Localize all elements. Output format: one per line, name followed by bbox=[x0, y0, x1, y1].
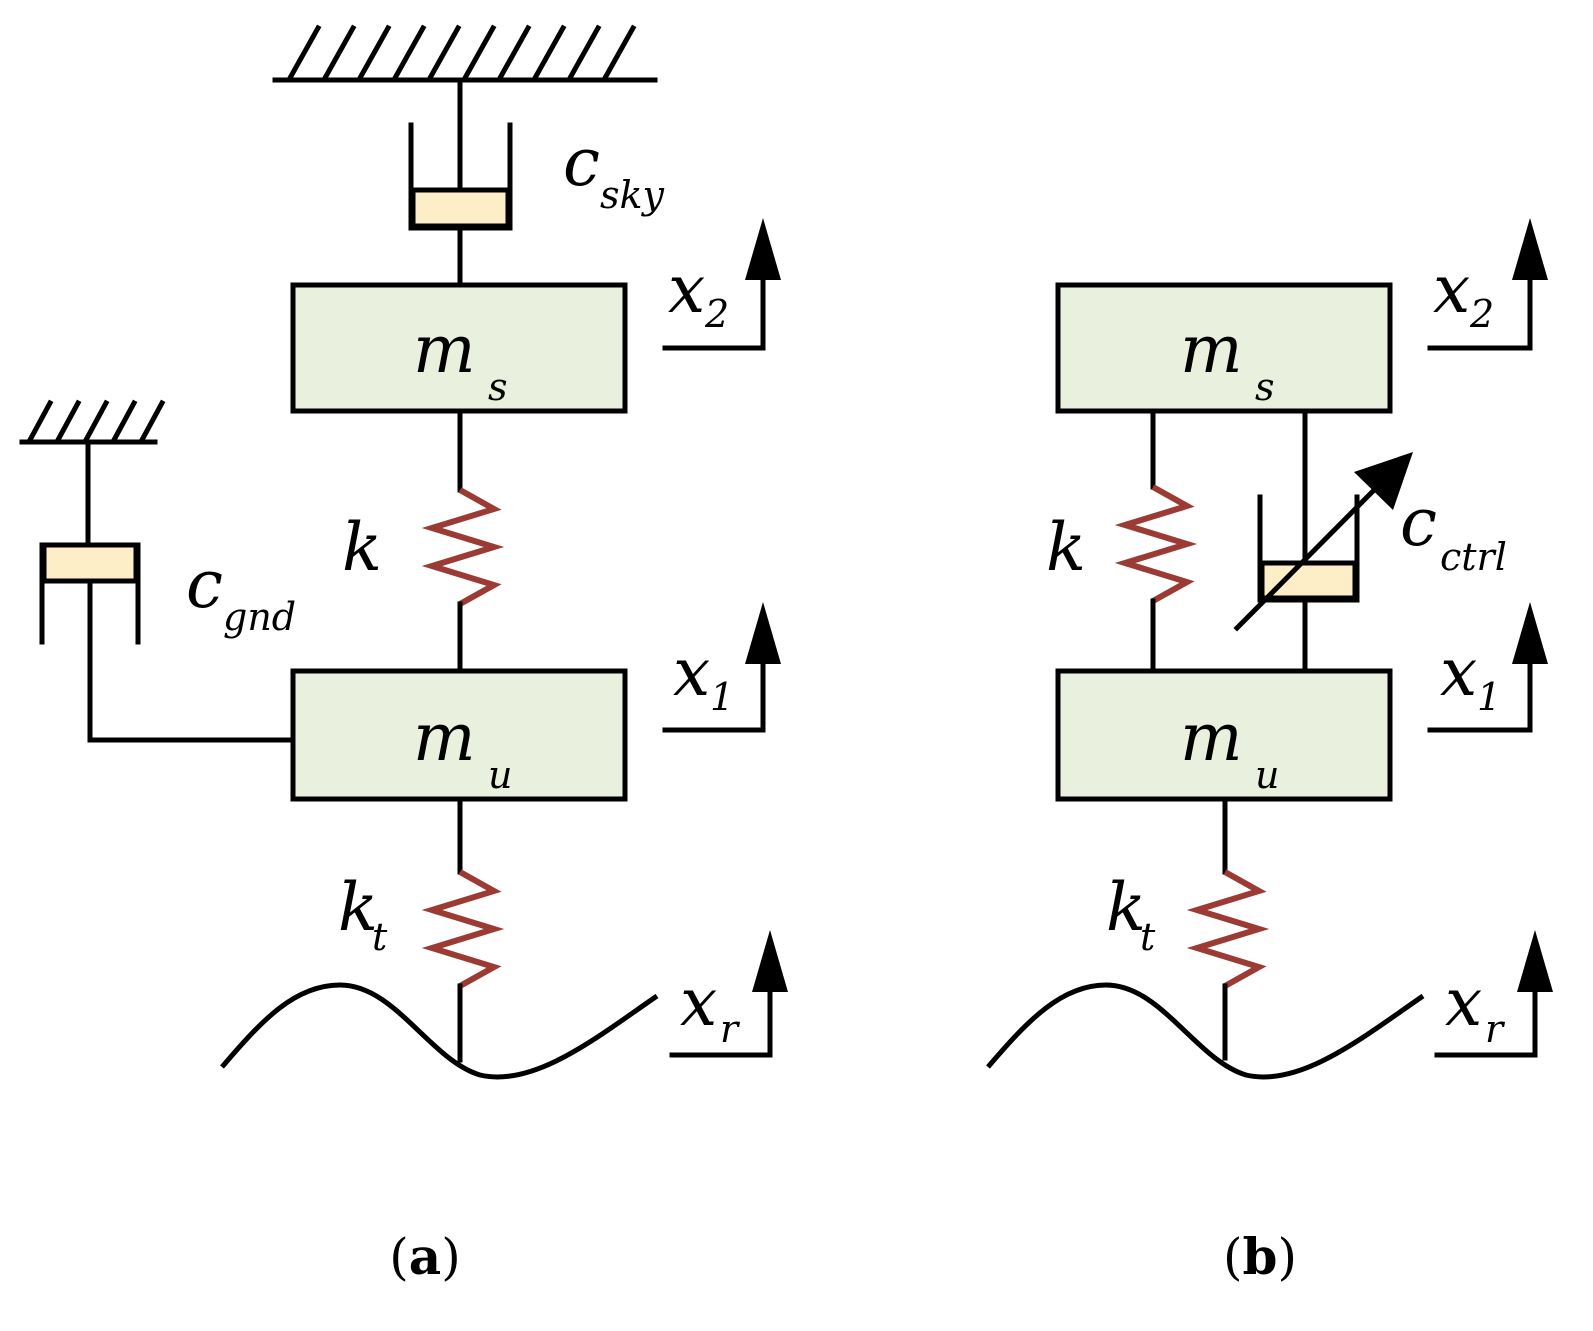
road-profile-b bbox=[986, 982, 1425, 1080]
x2-symbol-b: x bbox=[1433, 251, 1470, 328]
xr-symbol-b: x bbox=[1445, 964, 1482, 1041]
tire-spring-a bbox=[421, 796, 505, 1063]
controllable-damper-subscript: ctrl bbox=[1440, 535, 1507, 579]
suspension-spring-symbol-a: k bbox=[342, 509, 382, 586]
x1-subscript-a: 1 bbox=[710, 675, 734, 719]
unsprung-mass-symbol-b: m bbox=[1180, 699, 1243, 776]
controllable-damper bbox=[1233, 408, 1413, 674]
x1-indicator-b bbox=[1427, 602, 1548, 733]
x2-symbol-a: x bbox=[668, 251, 705, 328]
sprung-mass-b bbox=[1055, 282, 1393, 414]
road-profile-a bbox=[220, 982, 659, 1080]
x1-indicator-a bbox=[662, 602, 781, 733]
suspension-spring-symbol-b: k bbox=[1046, 509, 1086, 586]
unsprung-mass-a bbox=[290, 668, 628, 802]
unsprung-mass-subscript-b: u bbox=[1255, 753, 1279, 797]
xr-symbol-a: x bbox=[680, 964, 717, 1041]
panel-b: m s k c ctrl m u k t bbox=[986, 218, 1553, 1286]
sprung-mass-symbol-b: m bbox=[1180, 311, 1243, 388]
xr-subscript-a: r bbox=[720, 1007, 741, 1051]
sprung-mass-a bbox=[290, 282, 628, 414]
sprung-mass-subscript-a: s bbox=[488, 365, 508, 409]
x1-symbol-a: x bbox=[673, 634, 710, 711]
unsprung-mass-symbol-a: m bbox=[413, 699, 476, 776]
caption-b: (b) bbox=[1223, 1227, 1297, 1286]
caption-a: (a) bbox=[389, 1227, 460, 1286]
tire-spring-symbol-a: k bbox=[338, 869, 378, 946]
sky-damper-subscript: sky bbox=[600, 173, 665, 217]
sky-damper bbox=[408, 77, 513, 288]
suspension-spring-b bbox=[1114, 408, 1198, 674]
tire-spring-subscript-b: t bbox=[1140, 915, 1156, 959]
sky-ground-hatch-a bbox=[272, 24, 658, 83]
x2-subscript-a: 2 bbox=[704, 292, 729, 336]
tire-spring-symbol-b: k bbox=[1106, 869, 1146, 946]
tire-spring-b bbox=[1186, 796, 1270, 1061]
panel-a: c sky m s k c gnd bbox=[19, 24, 788, 1286]
tire-spring-subscript-a: t bbox=[372, 915, 388, 959]
sprung-mass-subscript-b: s bbox=[1255, 365, 1275, 409]
ground-damper-symbol: c bbox=[186, 546, 223, 623]
ground-damper bbox=[39, 439, 296, 743]
controllable-damper-symbol: c bbox=[1400, 484, 1437, 561]
sky-damper-symbol: c bbox=[563, 124, 600, 201]
xr-subscript-b: r bbox=[1485, 1007, 1506, 1051]
unsprung-mass-subscript-a: u bbox=[488, 753, 512, 797]
x1-symbol-b: x bbox=[1440, 634, 1477, 711]
x2-subscript-b: 2 bbox=[1469, 292, 1494, 336]
x2-indicator-a bbox=[662, 218, 781, 351]
xr-indicator-b bbox=[1434, 930, 1553, 1058]
ground-damper-subscript: gnd bbox=[223, 595, 296, 639]
sprung-mass-symbol-a: m bbox=[413, 311, 476, 388]
ground-hatch-left bbox=[19, 399, 166, 445]
suspension-spring-a bbox=[421, 408, 505, 674]
x2-indicator-b bbox=[1427, 218, 1548, 351]
x1-subscript-b: 1 bbox=[1477, 675, 1501, 719]
xr-indicator-a bbox=[669, 930, 788, 1058]
